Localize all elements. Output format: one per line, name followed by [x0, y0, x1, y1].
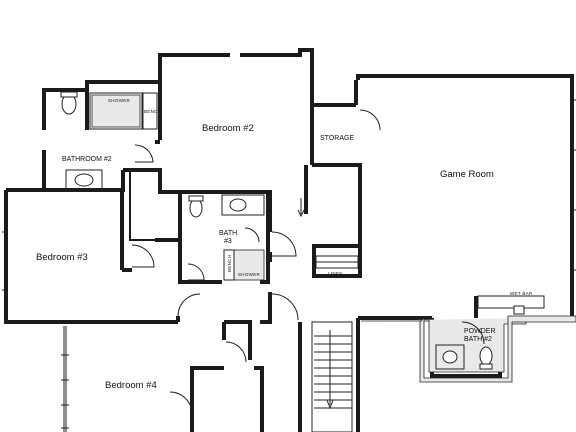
bathroom-2-tank	[60, 91, 78, 98]
bedroom-4-door	[169, 391, 193, 415]
storage-walls	[312, 103, 362, 278]
powder-bath-tank	[479, 363, 493, 370]
powder-bath-door	[461, 321, 485, 345]
game-room-walls	[354, 74, 574, 320]
bath-3-bench	[223, 249, 235, 281]
closet-3-walls	[122, 170, 155, 241]
label-bathroom-2: BATHROOM #2	[62, 156, 112, 163]
bath-3-shower-door	[244, 227, 260, 243]
bath-3-tank	[188, 195, 204, 202]
stair-treads	[314, 335, 352, 409]
bedroom-3-walls	[4, 190, 180, 324]
center-door	[225, 341, 247, 363]
down-arrow-head	[297, 209, 305, 218]
bathroom-2-bench	[142, 92, 158, 130]
label-bath-3-line1: BATH	[219, 230, 237, 237]
label-shower-bath3: SHOWER	[238, 272, 261, 277]
stairs-outline	[311, 321, 353, 432]
label-bedroom-2: Bedroom #2	[202, 123, 254, 134]
label-bath-3-line2: #3	[224, 238, 232, 245]
bath-3-shower	[233, 249, 265, 281]
bath-3-toilet	[189, 198, 203, 218]
label-storage: STORAGE	[320, 135, 354, 142]
powder-bath-toilet	[479, 346, 493, 366]
label-shower-top: SHOWER	[108, 98, 131, 103]
bedroom-4-left-wall	[63, 326, 67, 432]
label-game-room: Game Room	[440, 169, 494, 180]
label-powder-line2: BATH #2	[464, 336, 492, 343]
bedroom-4-walls	[190, 366, 264, 432]
closet-door-hall	[177, 293, 201, 317]
game-room-right-detail	[572, 99, 576, 271]
powder-bath-vanity	[435, 344, 465, 370]
bedroom-2-walls	[158, 48, 314, 214]
bedroom-4-window-ticks	[61, 354, 69, 429]
bedroom-3-door	[131, 244, 155, 268]
hall-door	[271, 231, 297, 257]
bathroom-2-shower-hatch	[91, 94, 141, 128]
label-bedroom-3: Bedroom #3	[36, 252, 88, 263]
hall-door-2	[271, 293, 299, 321]
bath-3-sink	[229, 198, 247, 212]
bathroom-2-vanity	[65, 169, 103, 190]
center-walls	[222, 292, 302, 432]
bathroom-2-sink	[74, 173, 94, 187]
bathroom-2-walls	[6, 80, 160, 192]
label-linen: LINEN	[328, 271, 343, 276]
wet-bar-counter	[477, 295, 545, 309]
powder-bath-sink	[442, 350, 458, 364]
stair-arrow-head	[326, 399, 334, 410]
label-bedroom-4: Bedroom #4	[105, 380, 157, 391]
storage-door	[359, 109, 381, 131]
bath-3-door	[187, 263, 205, 281]
bath-3-walls	[178, 192, 270, 284]
exterior-hatch-bottom	[419, 315, 576, 383]
label-bench-top: BENCH	[144, 109, 161, 114]
label-powder-line1: POWDER	[464, 328, 496, 335]
label-bench-bath3: BENCH	[227, 255, 232, 272]
wet-bar-sink	[513, 305, 525, 315]
bathroom-2-door	[134, 144, 154, 163]
bedroom-3-left-detail	[2, 231, 6, 291]
label-wet-bar: WET BAR	[510, 291, 533, 296]
bath-3-vanity	[221, 194, 265, 216]
